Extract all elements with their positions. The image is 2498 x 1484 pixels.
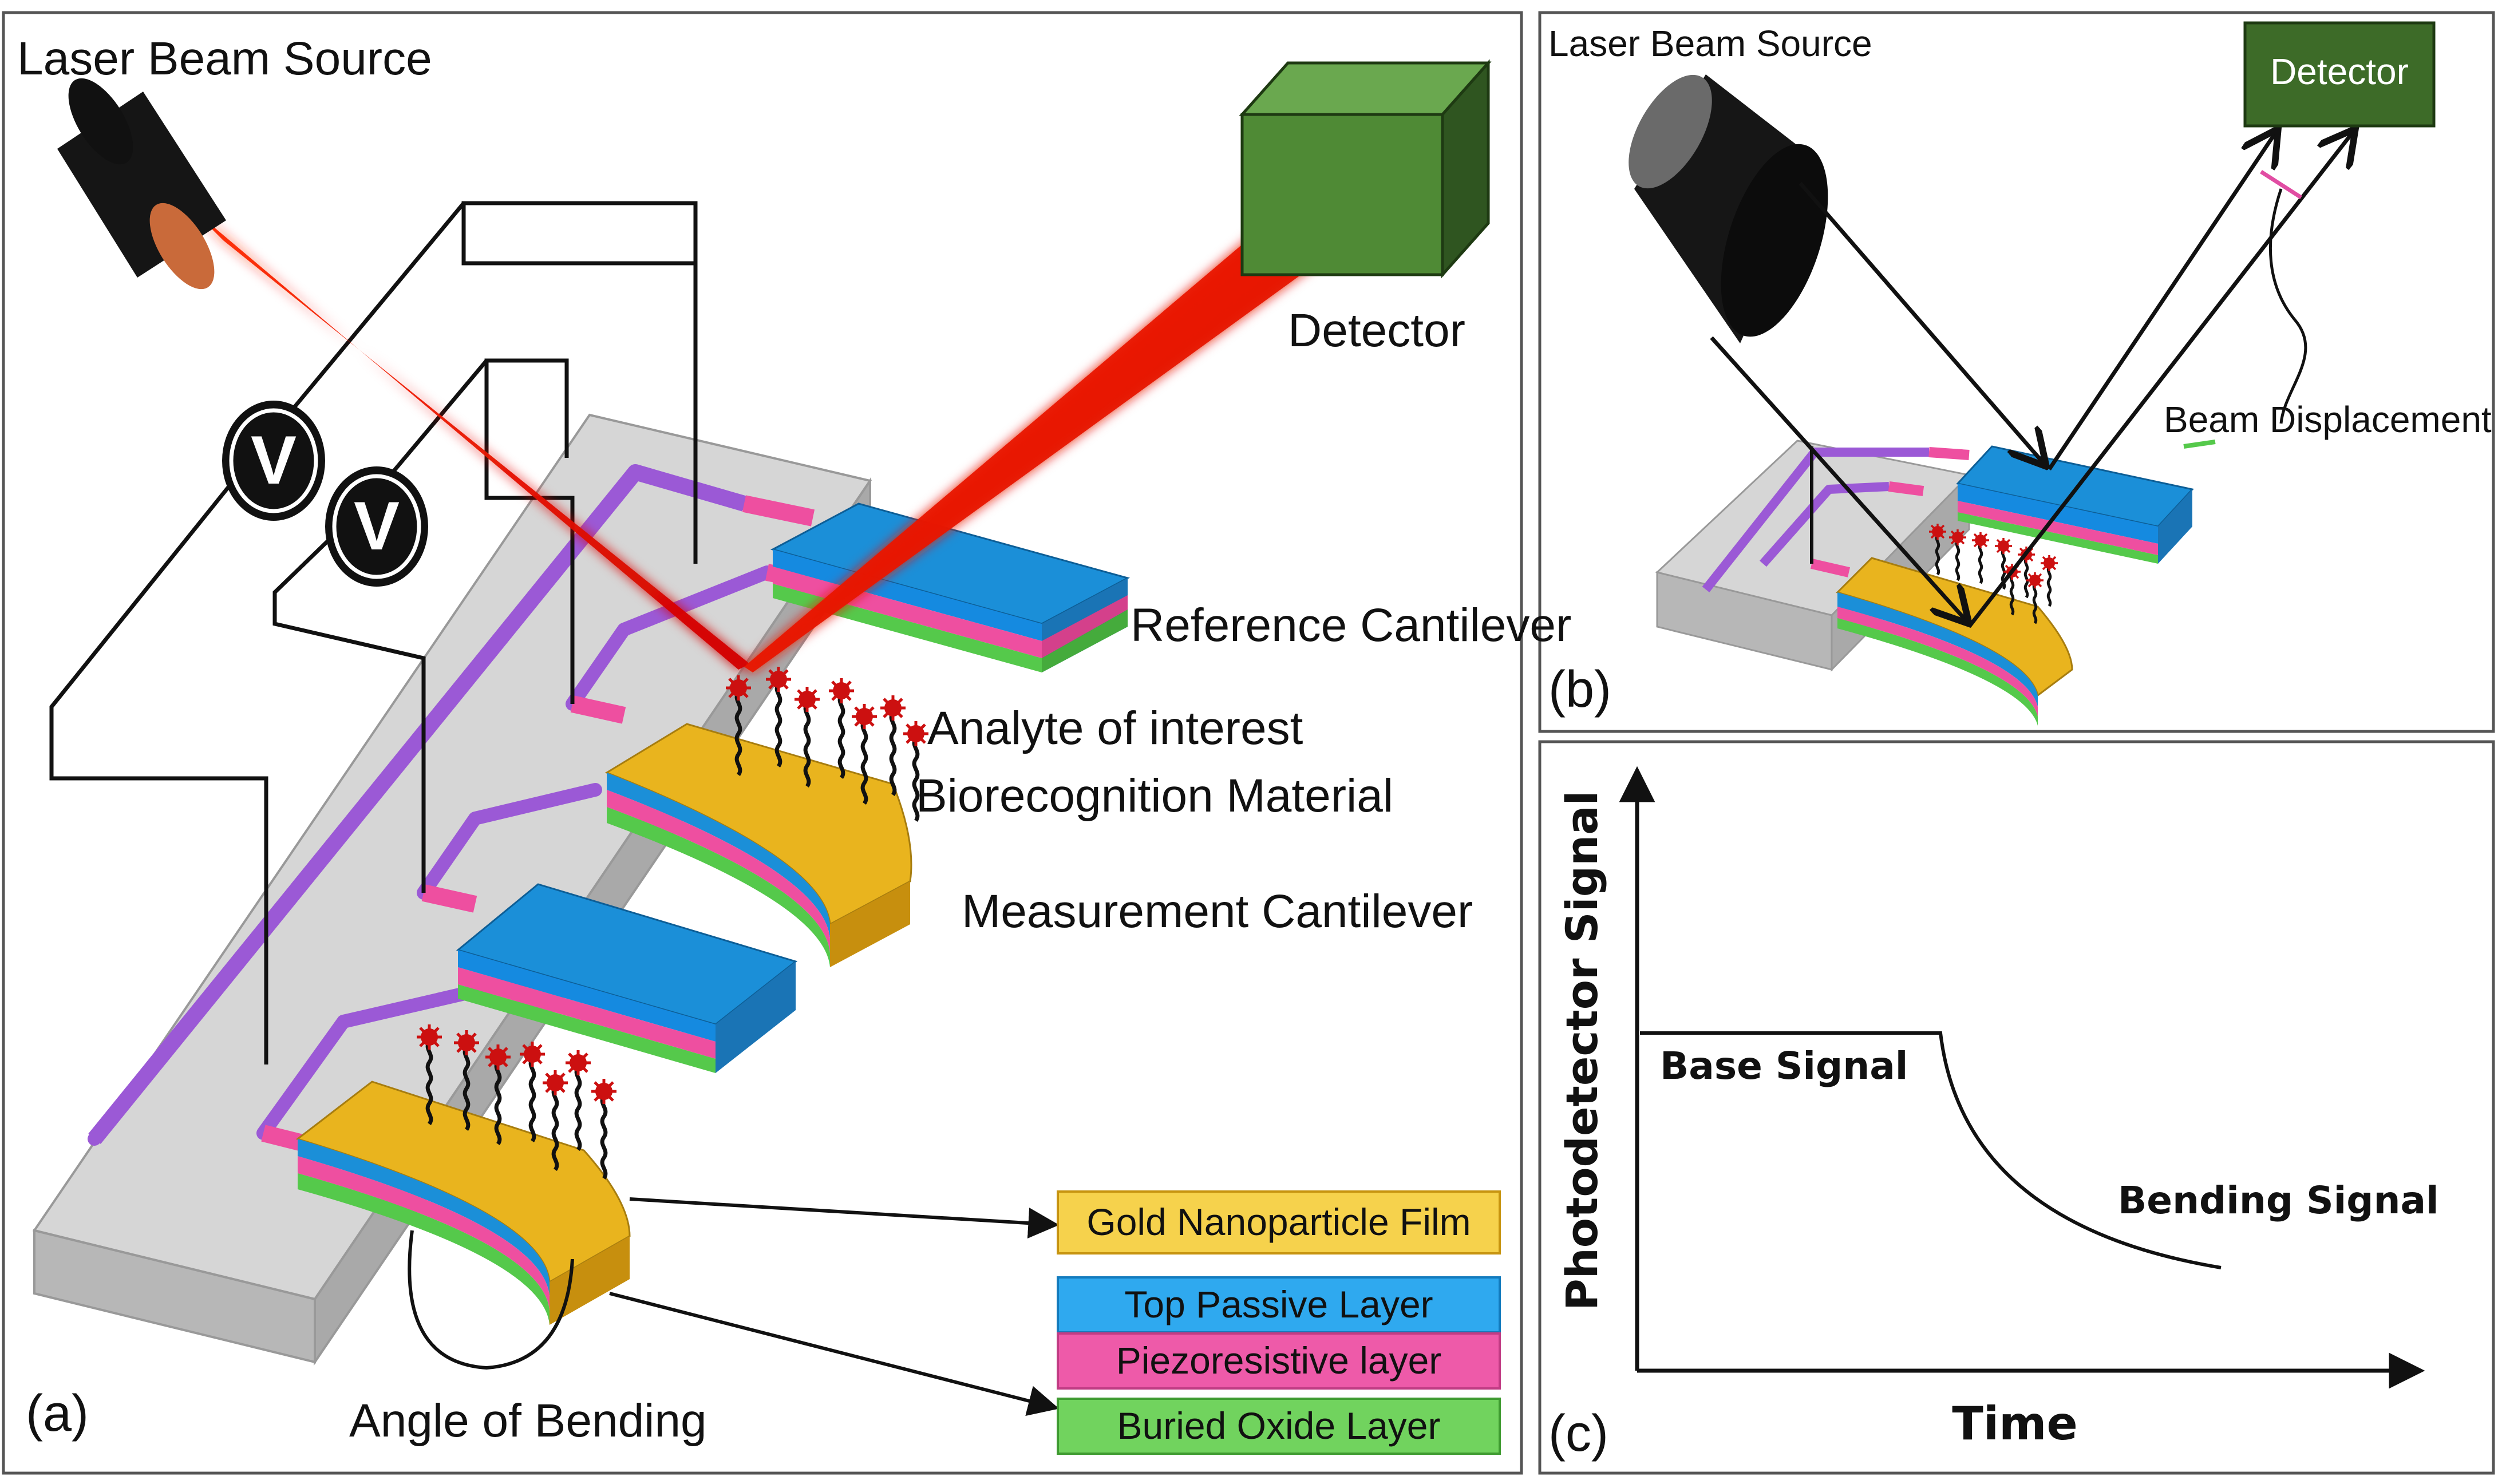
- measurement-cantilever: [604, 723, 912, 967]
- panel-a: V V: [17, 33, 1571, 1455]
- legend-label-green: Buried Oxide Layer: [1117, 1404, 1441, 1447]
- beam-displacement-label: Beam Displacement: [2164, 399, 2492, 440]
- measurement-cantilever-label: Measurement Cantilever: [962, 885, 1473, 937]
- legend-label-blue: Top Passive Layer: [1124, 1283, 1433, 1325]
- panel-b-label: (b): [1548, 661, 1611, 718]
- analyte-label: Analyte of interest: [927, 702, 1303, 754]
- panel-b-detector: [2243, 21, 2436, 128]
- legend-swatch-gold: [1057, 1190, 1501, 1255]
- voltmeter-1-symbol: V: [251, 422, 297, 498]
- base-signal-label: Base Signal: [1660, 1044, 1908, 1088]
- angle-of-bending-label: Angle of Bending: [349, 1395, 707, 1447]
- signal-curve: [1640, 1031, 2222, 1269]
- lower-reference-cantilever: [456, 883, 798, 1073]
- panel-a-label: (a): [26, 1385, 89, 1442]
- panel-b-laser-source: [1629, 74, 1828, 343]
- panel-b: Detector Laser Beam Source Beam Displace…: [1548, 21, 2492, 726]
- reference-cantilever-label: Reference Cantilever: [1131, 599, 1571, 651]
- voltmeter-2-symbol: V: [354, 488, 400, 564]
- biorecognition-label: Biorecognition Material: [916, 770, 1393, 822]
- layer-legend: Gold Nanoparticle Film Top Passive Layer…: [1057, 1190, 1501, 1455]
- panel-c: Photodetector Signal Time Base Signal Be…: [1548, 766, 2439, 1462]
- panel-b-detector-label: Detector: [2270, 51, 2409, 92]
- laser-source: [57, 78, 226, 290]
- legend-swatch-blue: [1057, 1276, 1501, 1333]
- laser-beam-reflected: [744, 172, 1368, 672]
- y-axis-label: Photodetector Signal: [1556, 790, 1607, 1311]
- voltmeter-1: V: [222, 401, 325, 521]
- legend-arrow-top: [629, 1197, 1060, 1239]
- legend-arrow-bottom: [609, 1292, 1060, 1416]
- voltmeter-2: V: [325, 466, 428, 587]
- legend-swatch-green: [1057, 1398, 1501, 1455]
- detector-label: Detector: [1288, 304, 1465, 357]
- displacement-marker: [2260, 170, 2302, 199]
- panel-c-label: (c): [1548, 1405, 1608, 1462]
- panel-c-frame: [1538, 740, 2495, 1475]
- detector-cube: [1239, 59, 1492, 279]
- lower-measurement-cantilever: [295, 1081, 631, 1325]
- x-axis-label: Time: [1952, 1397, 2078, 1450]
- bending-signal-label: Bending Signal: [2118, 1178, 2439, 1222]
- angle-of-bending-arc: [408, 1230, 574, 1370]
- panel-b-laser-label: Laser Beam Source: [1548, 23, 1872, 64]
- laser-source-label: Laser Beam Source: [17, 33, 432, 85]
- legend-swatch-pink: [1057, 1332, 1501, 1390]
- legend-label-pink: Piezoresistive layer: [1116, 1339, 1442, 1382]
- displacement-pointer: [2269, 188, 2307, 424]
- legend-label-gold: Gold Nanoparticle Film: [1086, 1201, 1471, 1243]
- laser-beam-incident: [189, 206, 750, 670]
